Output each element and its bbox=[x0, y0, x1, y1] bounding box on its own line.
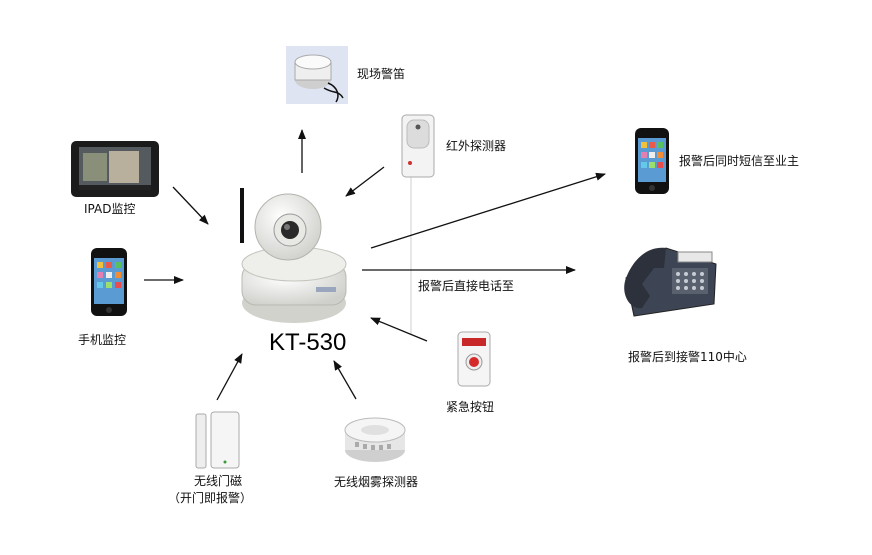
arrow-from-door bbox=[216, 353, 243, 401]
arrow-from-ir bbox=[345, 166, 385, 197]
ir-detector-label: 红外探测器 bbox=[446, 139, 507, 153]
arrow-from-smoke bbox=[333, 360, 357, 400]
smoke-detector-icon bbox=[344, 417, 406, 462]
smoke-detector-label: 无线烟雾探测器 bbox=[334, 475, 419, 489]
sms-alert-label: 报警后同时短信至业主 bbox=[679, 154, 800, 168]
call-110-label: 报警后到接警110中心 bbox=[628, 350, 747, 364]
siren-icon bbox=[286, 46, 348, 104]
arrow-from-panic bbox=[370, 317, 428, 342]
ip-camera-icon bbox=[240, 188, 347, 323]
door-sensor-icon bbox=[195, 411, 240, 469]
siren-label: 现场警笛 bbox=[357, 67, 406, 81]
smartphone-icon bbox=[635, 128, 669, 194]
ipad-label: IPAD监控 bbox=[84, 202, 136, 216]
arrow-from-ipad bbox=[172, 186, 209, 225]
desk-phone-icon bbox=[624, 247, 717, 317]
smartphone-icon bbox=[91, 248, 127, 316]
phone-monitor-label: 手机监控 bbox=[78, 333, 127, 347]
panic-button-icon bbox=[457, 331, 491, 387]
door-sensor-label-2: （开门即报警） bbox=[168, 491, 253, 505]
arrow-to-sms bbox=[370, 172, 606, 249]
door-sensor-label-1: 无线门磁 bbox=[194, 474, 243, 488]
ir-detector-icon bbox=[401, 114, 435, 178]
direct-call-label: 报警后直接电话至 bbox=[418, 279, 515, 293]
tablet-icon bbox=[71, 141, 159, 197]
panic-button-label: 紧急按钮 bbox=[446, 400, 495, 414]
center-model-label: KT-530 bbox=[269, 329, 347, 356]
